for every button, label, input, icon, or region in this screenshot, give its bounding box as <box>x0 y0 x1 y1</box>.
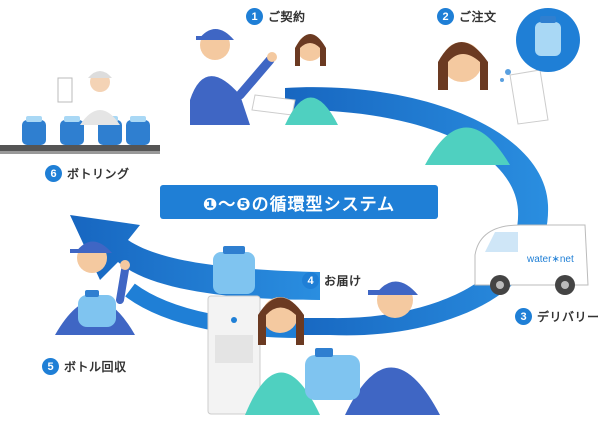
step-number-badge: 5 <box>42 358 59 375</box>
cycle-title: ❶〜❺の循環型システム <box>202 194 396 215</box>
worker-deliver-icon <box>305 281 440 415</box>
customer-receive-icon <box>245 297 320 415</box>
step-delivery: 3 デリバリー <box>515 308 600 325</box>
step-label: デリバリー <box>537 310 600 324</box>
thought-bubble-icon <box>516 8 580 72</box>
customer-order-icon <box>425 42 549 165</box>
step-label: お届け <box>324 274 362 288</box>
cycle-title-banner: ❶〜❺の循環型システム <box>160 185 438 219</box>
bottling-line-icon <box>0 71 160 154</box>
step-label: ボトリング <box>67 167 130 181</box>
step-order: 2 ご注文 <box>437 8 497 25</box>
step-number-badge: 6 <box>45 165 62 182</box>
truck-logo-text: water∗net <box>526 254 574 265</box>
step-number-badge: 1 <box>246 8 263 25</box>
step-number-badge: 3 <box>515 308 532 325</box>
delivery-truck-icon: water∗net <box>474 224 589 295</box>
step-label: ボトル回収 <box>64 360 127 374</box>
step-number-badge: 4 <box>302 272 319 289</box>
step-label: ご注文 <box>459 10 497 24</box>
step-bottle-collection: 5 ボトル回収 <box>42 358 127 375</box>
water-server-icon <box>207 246 261 415</box>
step-handover: 4 お届け <box>302 272 362 289</box>
customer-contract-icon <box>285 34 338 125</box>
step-label: ご契約 <box>268 10 306 24</box>
step-number-badge: 2 <box>437 8 454 25</box>
worker-contract-icon <box>190 29 296 125</box>
step-bottling: 6 ボトリング <box>45 165 130 182</box>
worker-collect-icon <box>55 241 135 335</box>
step-contract: 1 ご契約 <box>246 8 306 25</box>
